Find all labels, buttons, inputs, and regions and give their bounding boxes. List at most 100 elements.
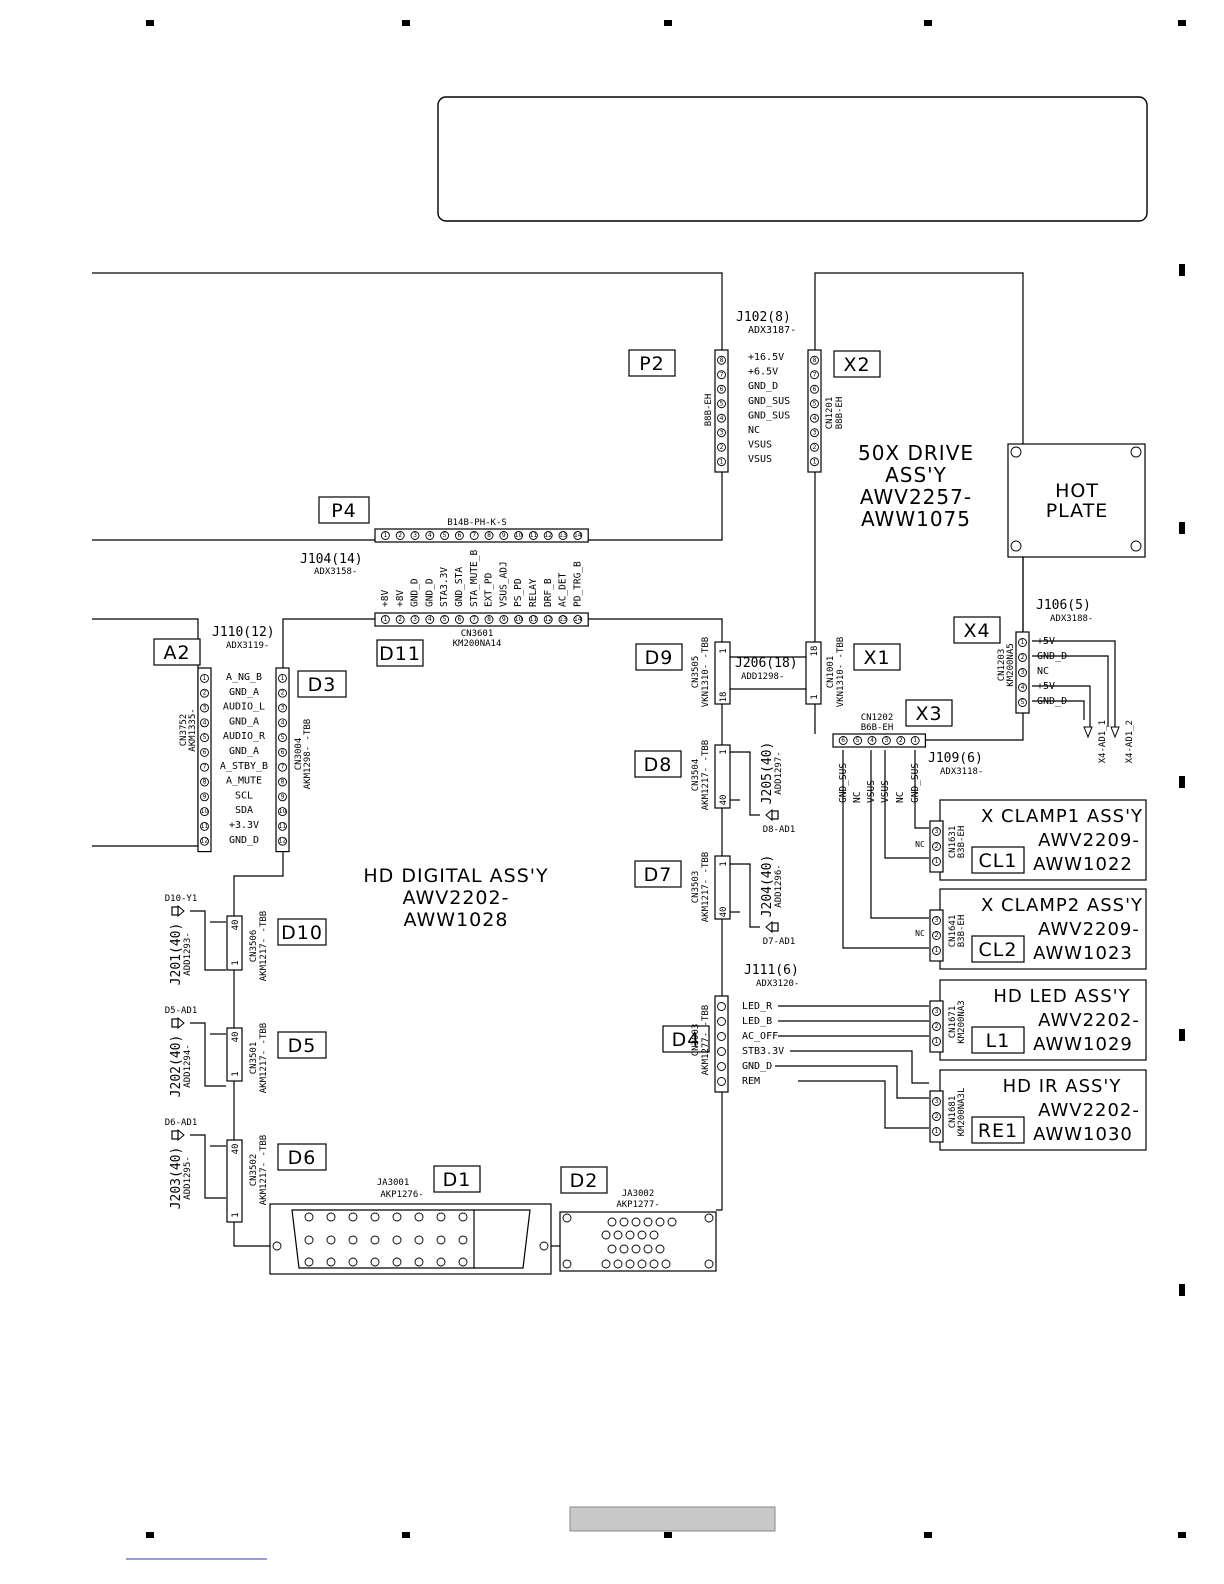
pin <box>454 615 464 624</box>
label: KM200NA14 <box>453 639 502 649</box>
connector-cn3601 <box>374 612 589 627</box>
pin-number: 1 <box>935 858 939 865</box>
pin <box>436 1235 446 1245</box>
pin <box>200 688 209 698</box>
registration-mark <box>146 1532 154 1538</box>
pin-number: 8 <box>813 357 817 364</box>
connector-cn3503 <box>714 855 731 920</box>
signal-label: GND_SUS <box>838 763 849 803</box>
cable-label: J102(8) <box>736 310 791 325</box>
pin-number: 3 <box>935 1008 939 1015</box>
label: D8-AD1 <box>763 825 796 835</box>
pin-number: 8 <box>281 779 285 786</box>
pin <box>932 857 941 866</box>
pin <box>558 531 568 540</box>
cable-j203 <box>190 1134 226 1199</box>
cable-part: ADX3120- <box>756 979 799 989</box>
pin <box>278 777 287 787</box>
label: B14B-PH-K-S <box>447 518 507 528</box>
label: NC <box>915 929 925 938</box>
pin-number: 5 <box>720 400 724 407</box>
registration-mark <box>924 1532 932 1538</box>
label: CN3502 <box>249 1154 259 1187</box>
pin <box>717 413 726 423</box>
signal-label: GND_STA <box>454 567 465 607</box>
label: 40 <box>231 920 241 931</box>
label: AKM1298- -TBB <box>303 719 313 789</box>
mount-pin <box>562 1259 572 1269</box>
wires <box>92 272 1116 1247</box>
pin-number: 1 <box>813 458 817 465</box>
wire-x2-top <box>814 272 1024 444</box>
jack-body <box>171 906 179 916</box>
pin <box>278 703 287 713</box>
pin-number: 7 <box>472 616 476 623</box>
label: B8B-EH <box>704 394 714 427</box>
pin <box>425 615 435 624</box>
pin <box>514 615 524 624</box>
pin-number: 6 <box>813 386 817 393</box>
pin-number: 5 <box>443 616 447 623</box>
pin-number: 1 <box>935 947 939 954</box>
pin <box>717 1032 726 1041</box>
tag-d4 <box>662 1025 710 1053</box>
wire-d3-d10 <box>233 846 284 916</box>
pin <box>932 827 941 836</box>
tag-label: D5 <box>288 1035 317 1057</box>
pin-number: 2 <box>935 1113 939 1120</box>
label: CN1641 <box>948 915 958 948</box>
label: AKM1217- -TBB <box>259 1023 269 1093</box>
signal-label: GND_D <box>748 381 778 392</box>
connector-cn3501 <box>226 1027 243 1082</box>
tag-x4 <box>953 616 1001 644</box>
mount-pin <box>562 1213 572 1223</box>
label: JA3001 <box>377 1178 410 1188</box>
pin-number: 7 <box>813 371 817 378</box>
pin-number: 8 <box>720 357 724 364</box>
signal-label: +16.5V <box>748 352 784 363</box>
pin <box>200 821 209 831</box>
pin-number: 6 <box>457 532 461 539</box>
label: CN1001 <box>826 656 836 689</box>
pin <box>348 1235 358 1245</box>
ja3001-shell <box>291 1209 531 1269</box>
j111-w5 <box>775 1065 929 1099</box>
assembly-title: HOT <box>1055 480 1099 502</box>
pin <box>607 1244 617 1254</box>
signal-label: SDA <box>235 805 253 816</box>
pin <box>717 355 726 365</box>
cable-j204 <box>730 863 760 928</box>
tag-label: X2 <box>843 354 870 376</box>
assembly-title: HD LED ASS'Y <box>993 986 1130 1007</box>
pin-number: 2 <box>720 444 724 451</box>
label: VKN1310- -TBB <box>836 637 846 707</box>
label: 1 <box>231 960 241 965</box>
pin <box>278 762 287 772</box>
pin <box>200 718 209 728</box>
assembly-title: AWV2202- <box>1038 1010 1140 1031</box>
signal-label: DRF_B <box>543 578 554 607</box>
pin-number: 4 <box>720 415 724 422</box>
tag-d7 <box>634 860 682 888</box>
pin <box>469 531 479 540</box>
pin <box>601 1259 611 1269</box>
cable-label: J202(40) <box>169 1035 184 1098</box>
pin <box>619 1217 629 1227</box>
connector-cn3004 <box>275 667 290 853</box>
pin <box>810 355 819 365</box>
signal-label: GND_SUS <box>748 410 790 421</box>
label: CN1671 <box>948 1006 958 1039</box>
pin <box>326 1257 336 1267</box>
pin <box>414 1235 424 1245</box>
registration-mark <box>1178 1532 1186 1538</box>
pin <box>436 1257 446 1267</box>
pin <box>200 733 209 743</box>
tag-label: D3 <box>308 674 337 696</box>
pin-number: 13 <box>559 532 567 539</box>
signal-label: LED_B <box>742 1016 772 1027</box>
pin-number: 3 <box>935 917 939 924</box>
assembly-title: 50X DRIVE <box>858 441 974 465</box>
pin <box>810 428 819 438</box>
label: 40 <box>719 907 729 918</box>
